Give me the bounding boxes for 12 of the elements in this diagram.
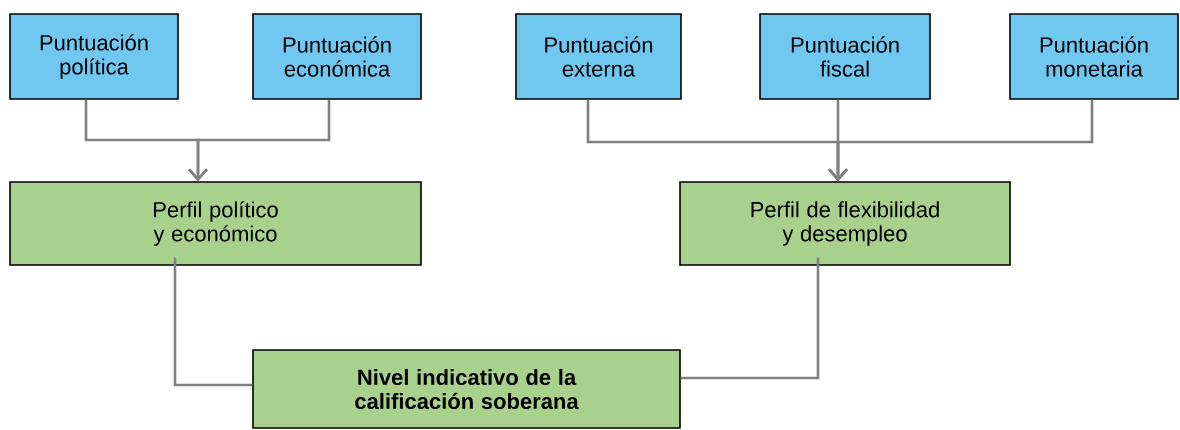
connector	[680, 257, 820, 380]
profile-box: Perfil de flexibilidad y desempleo	[679, 181, 1011, 266]
connector	[828, 99, 1094, 182]
score-box: Puntuación política	[9, 13, 179, 100]
connector	[188, 99, 331, 182]
score-box: Puntuación fiscal	[759, 13, 931, 100]
result-box: Nivel indicativo de la calificación soberana	[252, 349, 681, 429]
connector	[173, 257, 253, 387]
score-box: Puntuación económica	[252, 13, 422, 100]
score-box: Puntuación monetaria	[1009, 13, 1179, 100]
profile-box: Perfil político y económico	[9, 181, 422, 266]
score-box: Puntuación externa	[515, 13, 682, 100]
